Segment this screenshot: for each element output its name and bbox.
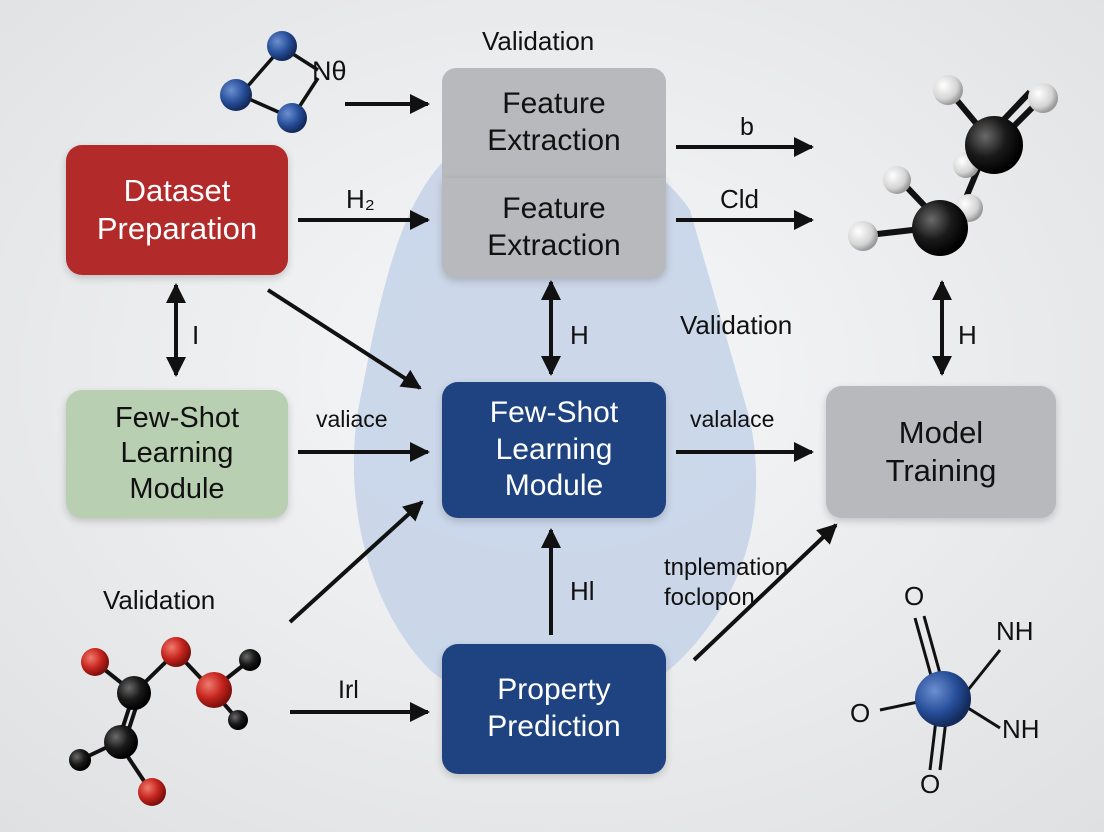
b-label: b [740, 113, 754, 141]
few-shot-center-label: Few-Shot Learning Module [489, 396, 619, 503]
blue-atom-chain-molecule [220, 31, 320, 133]
molecule-nh-top: NH [996, 616, 1034, 646]
few-shot-left-label: Few-Shot Learning Module [114, 401, 240, 505]
molecule-o-left: O [850, 698, 871, 728]
valalace-label: valalace [690, 406, 775, 432]
i-label: I [192, 320, 200, 350]
arrow-lower-left-to-fewshot [288, 500, 424, 624]
dataset-preparation-box[interactable]: Dataset Preparation [66, 145, 288, 275]
dataset-preparation-label: Dataset Preparation [96, 173, 258, 246]
arrow-dataset-to-fewshot-center [266, 288, 422, 390]
validation-top-label: Validation [482, 26, 595, 56]
validation-right-label: Validation [680, 310, 793, 340]
feature-extraction-bottom-label: Feature Extraction [487, 192, 621, 262]
blue-center-amide-molecule [879, 615, 1002, 771]
h-center-label: H [570, 320, 589, 350]
arrow-to-model-diagonal [692, 523, 838, 662]
few-shot-left-box[interactable]: Few-Shot Learning Module [66, 390, 288, 518]
black-white-ethylene-molecule [848, 75, 1058, 256]
model-training-label: Model Training [885, 415, 997, 488]
hl-label: Hl [570, 576, 595, 606]
few-shot-center-box[interactable]: Few-Shot Learning Module [442, 382, 666, 518]
feature-extraction-bottom-box[interactable]: Feature Extraction [442, 178, 666, 278]
model-training-box[interactable]: Model Training [826, 386, 1056, 518]
red-black-carbon-molecule [69, 637, 261, 806]
n-theta-label: Nθ [312, 56, 347, 86]
h-right-label: H [958, 320, 977, 350]
tnplemation-label: tnplemation foclopon [664, 554, 789, 611]
h2-label: H₂ [346, 184, 375, 214]
validation-left-label: Validation [103, 585, 216, 615]
property-prediction-box[interactable]: Property Prediction [442, 644, 666, 774]
valiace-label: valiace [316, 406, 388, 432]
property-prediction-label: Property Prediction [487, 673, 621, 743]
molecule-o-top: O [904, 581, 925, 611]
molecule-nh-bottom: NH [1002, 714, 1040, 744]
feature-extraction-top-box[interactable]: Feature Extraction [442, 68, 666, 178]
molecule-o-bottom: O [920, 769, 941, 799]
feature-extraction-top-label: Feature Extraction [487, 87, 621, 157]
arrows [166, 94, 952, 722]
lrl-label: Irl [338, 676, 359, 704]
cld-label: Cld [720, 184, 760, 214]
